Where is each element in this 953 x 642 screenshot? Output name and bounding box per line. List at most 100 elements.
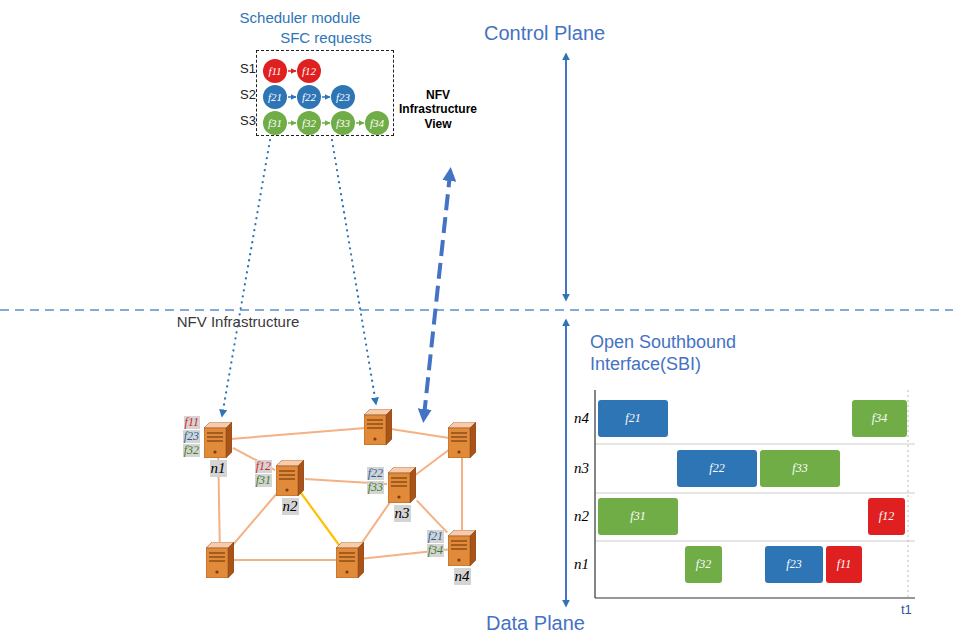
text-holder: f23 [765, 546, 823, 583]
function-label: f22 [302, 91, 316, 103]
text-holder: f32 [297, 111, 321, 135]
label-text: S2 [240, 88, 256, 102]
node-text: NFV Infrastructure View [398, 88, 478, 131]
function-circle: f11 [263, 59, 287, 83]
sfc-request-box: SFC requestsf11f12f21f22f23f31f32f33f34 [256, 50, 394, 136]
server-icon [364, 409, 392, 445]
function-circle: f22 [297, 85, 321, 109]
function-label: f22 [709, 462, 724, 475]
function-circle: f34 [365, 111, 389, 135]
chain-arrow [288, 96, 296, 98]
server-node: f22f33n3 [388, 467, 416, 503]
function-circle: f33 [331, 111, 355, 135]
server-icon [204, 422, 232, 458]
text-holder: f11 [263, 59, 287, 83]
function-label: f33 [792, 462, 807, 475]
label-text: n3 [574, 460, 589, 477]
plane-arrow [565, 54, 567, 300]
function-label: f12 [302, 65, 316, 77]
schedule-bar: f23 [765, 546, 823, 583]
schedule-bar: f11 [826, 546, 862, 583]
text-holder: f23 [331, 85, 355, 109]
function-circle: f21 [263, 85, 287, 109]
text-holder: f33 [331, 111, 355, 135]
server-icon [388, 467, 416, 503]
function-circle: f31 [263, 111, 287, 135]
node-text: f12 [255, 460, 272, 473]
label-text: Control Plane [484, 22, 605, 44]
function-label: f34 [872, 412, 887, 425]
text-holder: f12 [868, 498, 905, 535]
server-icon [448, 422, 476, 458]
infrastructure-ellipse: NFV Infrastructuref11f23f32n1f12f31n2f22… [118, 318, 502, 638]
node-text: NFV Infrastructure [148, 314, 328, 331]
label-text: Open Southbound Interface(SBI) [590, 332, 780, 375]
node-text: f22 [367, 467, 384, 480]
chain-arrow [288, 70, 296, 72]
label-text: Data Plane [486, 612, 585, 634]
text-holder: f22 [677, 450, 757, 487]
schedule-bar: f33 [760, 450, 840, 487]
view-arrow [424, 174, 450, 416]
server-icon [206, 542, 234, 578]
function-label: f31 [630, 510, 645, 523]
server-node: f12f31n2 [276, 460, 304, 496]
node-text: n1 [210, 460, 227, 477]
node-text: f33 [367, 481, 384, 494]
text-holder: f22 [297, 85, 321, 109]
function-label: f12 [879, 510, 894, 523]
schedule-bar: f31 [598, 498, 678, 535]
server-icon [336, 542, 364, 578]
label-text: S1 [240, 62, 256, 76]
function-label: f11 [837, 558, 851, 571]
text-holder: f31 [598, 498, 678, 535]
chain-arrow [322, 122, 330, 124]
schedule-bar: f12 [868, 498, 905, 535]
plane-divider [0, 309, 953, 311]
node-text: n3 [394, 505, 411, 522]
function-label: f32 [302, 117, 316, 129]
node-text: f23 [183, 430, 200, 443]
function-label: f23 [336, 91, 350, 103]
text-holder: f32 [685, 546, 722, 583]
function-label: f11 [268, 65, 281, 77]
text-holder: f34 [365, 111, 389, 135]
scheduler-ellipse: Scheduler moduleNFV Infrastructure ViewS… [136, 3, 490, 163]
function-label: f21 [625, 412, 640, 425]
node-text: f34 [427, 544, 444, 557]
ellipse-outline [118, 318, 502, 638]
label-text: S3 [240, 114, 256, 128]
mapping-arrow [332, 140, 376, 404]
function-label: f21 [268, 91, 282, 103]
text-holder: f33 [760, 450, 840, 487]
gantt-grid [595, 390, 915, 598]
ellipse-outline [136, 3, 490, 163]
text-holder: f21 [598, 400, 668, 437]
node-text: f31 [255, 474, 272, 487]
label-text: n4 [574, 410, 589, 427]
schedule-bar: f22 [677, 450, 757, 487]
node-text: Scheduler module [200, 10, 400, 27]
text-holder: f21 [263, 85, 287, 109]
node-text: n4 [454, 568, 471, 585]
function-label: f23 [786, 558, 801, 571]
function-circle: f32 [297, 111, 321, 135]
text-holder: f11 [826, 546, 862, 583]
node-text: f21 [427, 530, 444, 543]
network-link [417, 500, 448, 532]
chain-arrow [322, 96, 330, 98]
schedule-bar: f21 [598, 400, 668, 437]
server-icon [276, 460, 304, 496]
schedule-bar: f34 [852, 400, 907, 437]
node-text: SFC requests [257, 30, 395, 47]
plane-arrow [565, 320, 567, 606]
function-label: f33 [336, 117, 350, 129]
mapping-arrow [222, 140, 270, 416]
text-holder: f12 [297, 59, 321, 83]
chain-arrow [356, 122, 364, 124]
server-node: f11f23f32n1 [204, 422, 232, 458]
chain-arrow [288, 122, 296, 124]
text-holder: f31 [263, 111, 287, 135]
label-text: t1 [901, 603, 912, 617]
label-text: n2 [574, 508, 589, 525]
